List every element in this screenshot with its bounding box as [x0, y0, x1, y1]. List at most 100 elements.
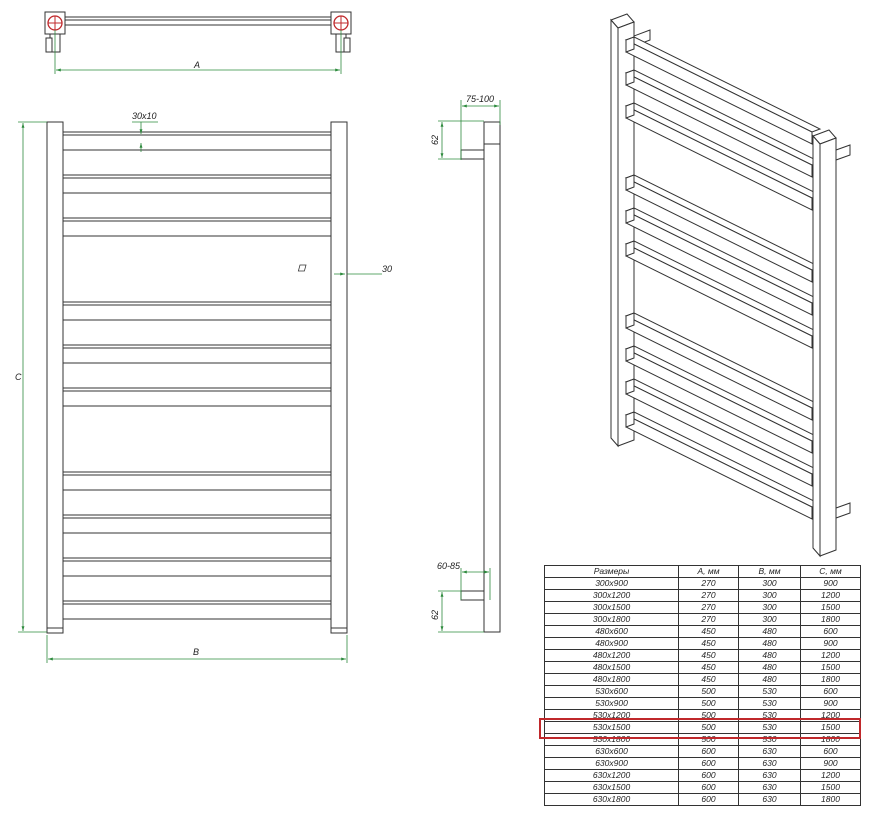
cell-size: 630x600 [544, 745, 679, 758]
crossbar [62, 131, 332, 151]
cell-size: 480x1500 [544, 661, 679, 674]
cell-b: 530 [738, 685, 801, 698]
cell-c: 1800 [800, 613, 861, 626]
cell-a: 600 [678, 793, 739, 806]
cell-size: 530x1500 [544, 721, 679, 734]
cell-c: 1200 [800, 709, 861, 722]
cell-a: 450 [678, 661, 739, 674]
cell-a: 500 [678, 733, 739, 746]
cell-size: 300x900 [544, 577, 679, 590]
cell-size: 530x900 [544, 697, 679, 710]
cell-a: 270 [678, 577, 739, 590]
cell-c: 1800 [800, 673, 861, 686]
isometric-view [610, 13, 851, 558]
front-crossbars [62, 131, 332, 620]
cell-c: 1500 [800, 781, 861, 794]
cell-b: 630 [738, 793, 801, 806]
cell-size: 300x1800 [544, 613, 679, 626]
right-upright [330, 121, 348, 633]
profile-size-label: 30 [382, 264, 392, 274]
cell-c: 600 [800, 685, 861, 698]
cell-a: 450 [678, 637, 739, 650]
cell-b: 530 [738, 721, 801, 734]
crossbar [62, 600, 332, 620]
iso-crossbar-end [625, 69, 635, 86]
cell-size: 480x900 [544, 637, 679, 650]
iso-crossbar-end [625, 378, 635, 395]
cell-b: 480 [738, 625, 801, 638]
iso-crossbar-end [625, 36, 635, 53]
crossbar [62, 344, 332, 364]
iso-crossbar-end [625, 207, 635, 224]
front-view [46, 121, 348, 634]
cell-a: 600 [678, 745, 739, 758]
cell-b: 300 [738, 589, 801, 602]
crossbar [62, 514, 332, 534]
cell-a: 270 [678, 613, 739, 626]
iso-crossbar-end [625, 102, 635, 119]
iso-crossbar-end [625, 174, 635, 191]
cell-size: 300x1500 [544, 601, 679, 614]
cell-b: 480 [738, 661, 801, 674]
cell-c: 900 [800, 637, 861, 650]
dimension-b [46, 635, 348, 663]
cell-b: 300 [738, 613, 801, 626]
left-upright [46, 121, 64, 633]
cell-b: 530 [738, 709, 801, 722]
cell-a: 600 [678, 757, 739, 770]
dimension-c [18, 121, 47, 633]
cell-c: 1500 [800, 601, 861, 614]
cell-a: 500 [678, 721, 739, 734]
cell-c: 1500 [800, 721, 861, 734]
crossbar [62, 387, 332, 407]
cell-size: 630x900 [544, 757, 679, 770]
crossbar-callout [132, 121, 158, 152]
table-header-row: Размеры А, мм В, мм С, мм [544, 565, 861, 578]
cell-b: 630 [738, 745, 801, 758]
dimension-a [54, 30, 342, 74]
cell-b: 630 [738, 781, 801, 794]
cell-b: 530 [738, 697, 801, 710]
iso-crossbar-end [625, 411, 635, 428]
cell-a: 450 [678, 625, 739, 638]
crossbar [62, 471, 332, 491]
iso-crossbar-end [625, 345, 635, 362]
cell-b: 300 [738, 601, 801, 614]
top-view [44, 11, 352, 53]
cell-b: 630 [738, 769, 801, 782]
cell-c: 900 [800, 757, 861, 770]
cell-size: 530x600 [544, 685, 679, 698]
cell-c: 1200 [800, 769, 861, 782]
header-c: С, мм [800, 565, 861, 578]
cell-size: 480x600 [544, 625, 679, 638]
cell-c: 1200 [800, 649, 861, 662]
cell-size: 300x1200 [544, 589, 679, 602]
crossbar [62, 557, 332, 577]
crossbar [62, 217, 332, 237]
cell-c: 1800 [800, 793, 861, 806]
cell-size: 480x1200 [544, 649, 679, 662]
dimension-b-label: B [193, 647, 199, 657]
header-sizes: Размеры [544, 565, 679, 578]
cell-a: 500 [678, 697, 739, 710]
crossbar [62, 301, 332, 321]
cell-b: 480 [738, 637, 801, 650]
